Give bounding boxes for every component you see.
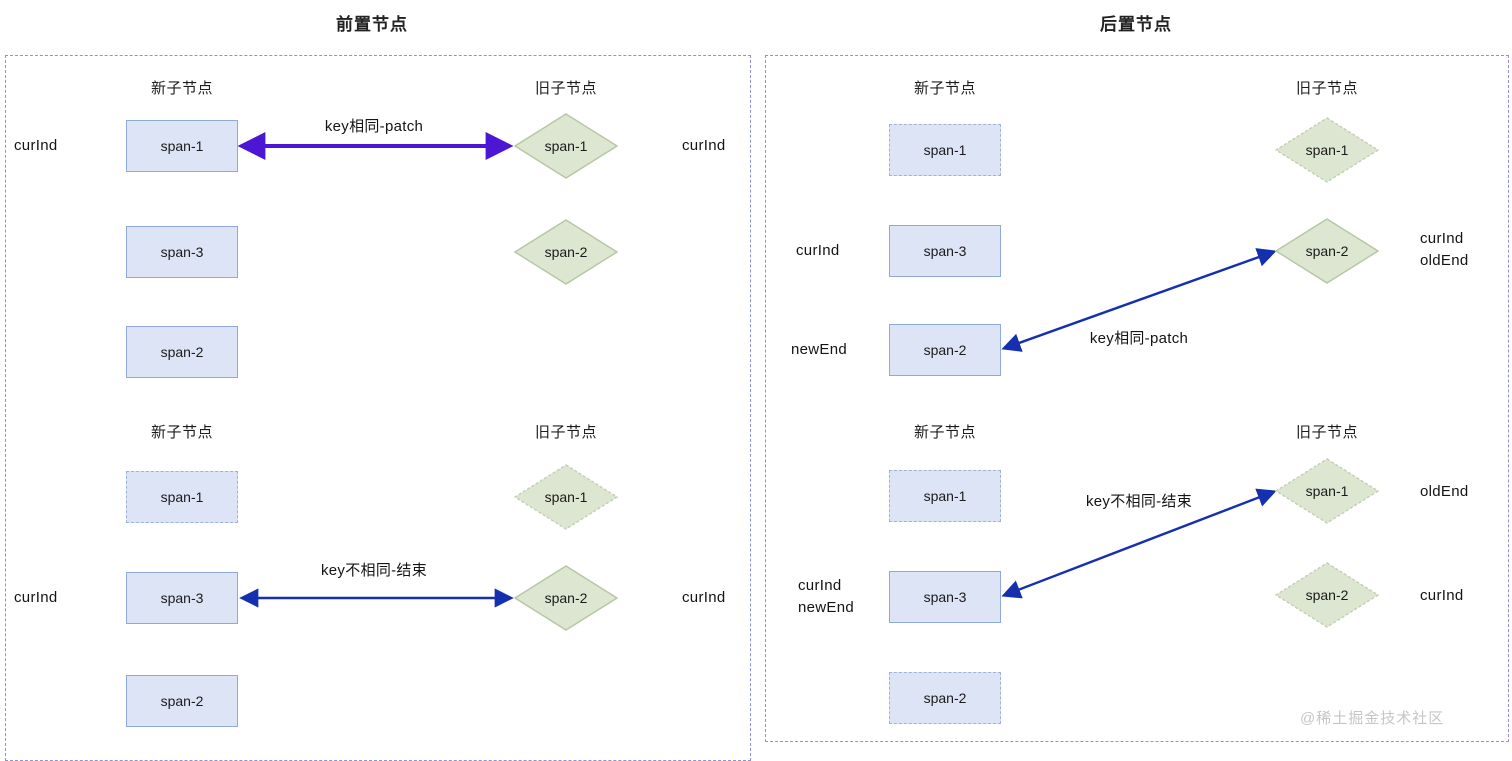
node-label: span-1 <box>160 138 204 154</box>
side-label-newend: newEnd <box>798 599 855 616</box>
side-label-curind-newend: curInd newEnd <box>798 575 854 619</box>
side-label-oldend: oldEnd <box>1420 483 1469 500</box>
node-diamond[interactable]: span-2 <box>1275 562 1379 628</box>
node-box[interactable]: span-2 <box>889 672 1001 724</box>
node-diamond[interactable]: span-2 <box>1275 218 1379 284</box>
side-label-curind: curInd <box>14 589 58 606</box>
col-header-new-left-top: 新子节点 <box>150 80 214 97</box>
node-label: span-2 <box>1305 243 1349 259</box>
node-label: span-2 <box>1305 587 1349 603</box>
node-box[interactable]: span-2 <box>126 675 238 727</box>
diamond-icon <box>514 464 618 530</box>
node-label: span-2 <box>544 590 588 606</box>
node-label: span-3 <box>160 590 204 606</box>
node-box[interactable]: span-1 <box>126 120 238 172</box>
diamond-icon <box>514 219 618 285</box>
diamond-icon <box>1275 218 1379 284</box>
node-diamond[interactable]: span-1 <box>514 464 618 530</box>
node-diamond[interactable]: span-1 <box>514 113 618 179</box>
panel-right <box>765 55 1509 742</box>
edge-label: key相同-patch <box>1089 330 1189 347</box>
side-label-curind: curInd <box>798 577 842 594</box>
side-label-newend: newEnd <box>791 341 848 358</box>
edge-label: key不相同-结束 <box>320 562 428 579</box>
node-box[interactable]: span-2 <box>889 324 1001 376</box>
panel-title-left: 前置节点 <box>336 15 408 34</box>
col-header-old-right-top: 旧子节点 <box>1295 80 1359 97</box>
side-label-curind: curInd <box>682 137 726 154</box>
node-label: span-1 <box>1305 142 1349 158</box>
watermark: @稀土掘金技术社区 <box>1300 710 1445 727</box>
col-header-old-right-bottom: 旧子节点 <box>1295 424 1359 441</box>
panel-left <box>5 55 751 761</box>
node-label: span-1 <box>923 142 967 158</box>
diamond-icon <box>514 113 618 179</box>
node-label: span-1 <box>544 138 588 154</box>
diamond-icon <box>1275 458 1379 524</box>
node-box[interactable]: span-3 <box>126 226 238 278</box>
node-label: span-3 <box>923 589 967 605</box>
node-label: span-2 <box>544 244 588 260</box>
side-label-curind-oldend: curInd oldEnd <box>1420 228 1469 272</box>
col-header-new-left-bottom: 新子节点 <box>150 424 214 441</box>
node-label: span-1 <box>160 489 204 505</box>
col-header-new-right-bottom: 新子节点 <box>913 424 977 441</box>
node-box[interactable]: span-1 <box>889 470 1001 522</box>
node-label: span-1 <box>1305 483 1349 499</box>
edge-label: key不相同-结束 <box>1085 493 1193 510</box>
col-header-new-right-top: 新子节点 <box>913 80 977 97</box>
side-label-curind: curInd <box>1420 587 1464 604</box>
node-diamond[interactable]: span-1 <box>1275 458 1379 524</box>
node-diamond[interactable]: span-2 <box>514 219 618 285</box>
node-box[interactable]: span-2 <box>126 326 238 378</box>
node-box[interactable]: span-1 <box>889 124 1001 176</box>
node-label: span-3 <box>160 244 204 260</box>
side-label-curind: curInd <box>796 242 840 259</box>
side-label-curind: curInd <box>682 589 726 606</box>
node-diamond[interactable]: span-2 <box>514 565 618 631</box>
node-label: span-2 <box>160 344 204 360</box>
side-label-oldend: oldEnd <box>1420 252 1469 269</box>
col-header-old-left-top: 旧子节点 <box>534 80 598 97</box>
diamond-icon <box>1275 117 1379 183</box>
side-label-curind: curInd <box>14 137 58 154</box>
diamond-icon <box>514 565 618 631</box>
diamond-icon <box>1275 562 1379 628</box>
node-box[interactable]: span-3 <box>889 571 1001 623</box>
node-label: span-2 <box>923 690 967 706</box>
side-label-curind: curInd <box>1420 230 1464 247</box>
edge-label: key相同-patch <box>324 118 424 135</box>
node-diamond[interactable]: span-1 <box>1275 117 1379 183</box>
node-box[interactable]: span-3 <box>889 225 1001 277</box>
node-label: span-1 <box>923 488 967 504</box>
node-label: span-3 <box>923 243 967 259</box>
node-label: span-2 <box>923 342 967 358</box>
node-box[interactable]: span-3 <box>126 572 238 624</box>
node-label: span-1 <box>544 489 588 505</box>
node-box[interactable]: span-1 <box>126 471 238 523</box>
col-header-old-left-bottom: 旧子节点 <box>534 424 598 441</box>
node-label: span-2 <box>160 693 204 709</box>
panel-title-right: 后置节点 <box>1100 15 1172 34</box>
